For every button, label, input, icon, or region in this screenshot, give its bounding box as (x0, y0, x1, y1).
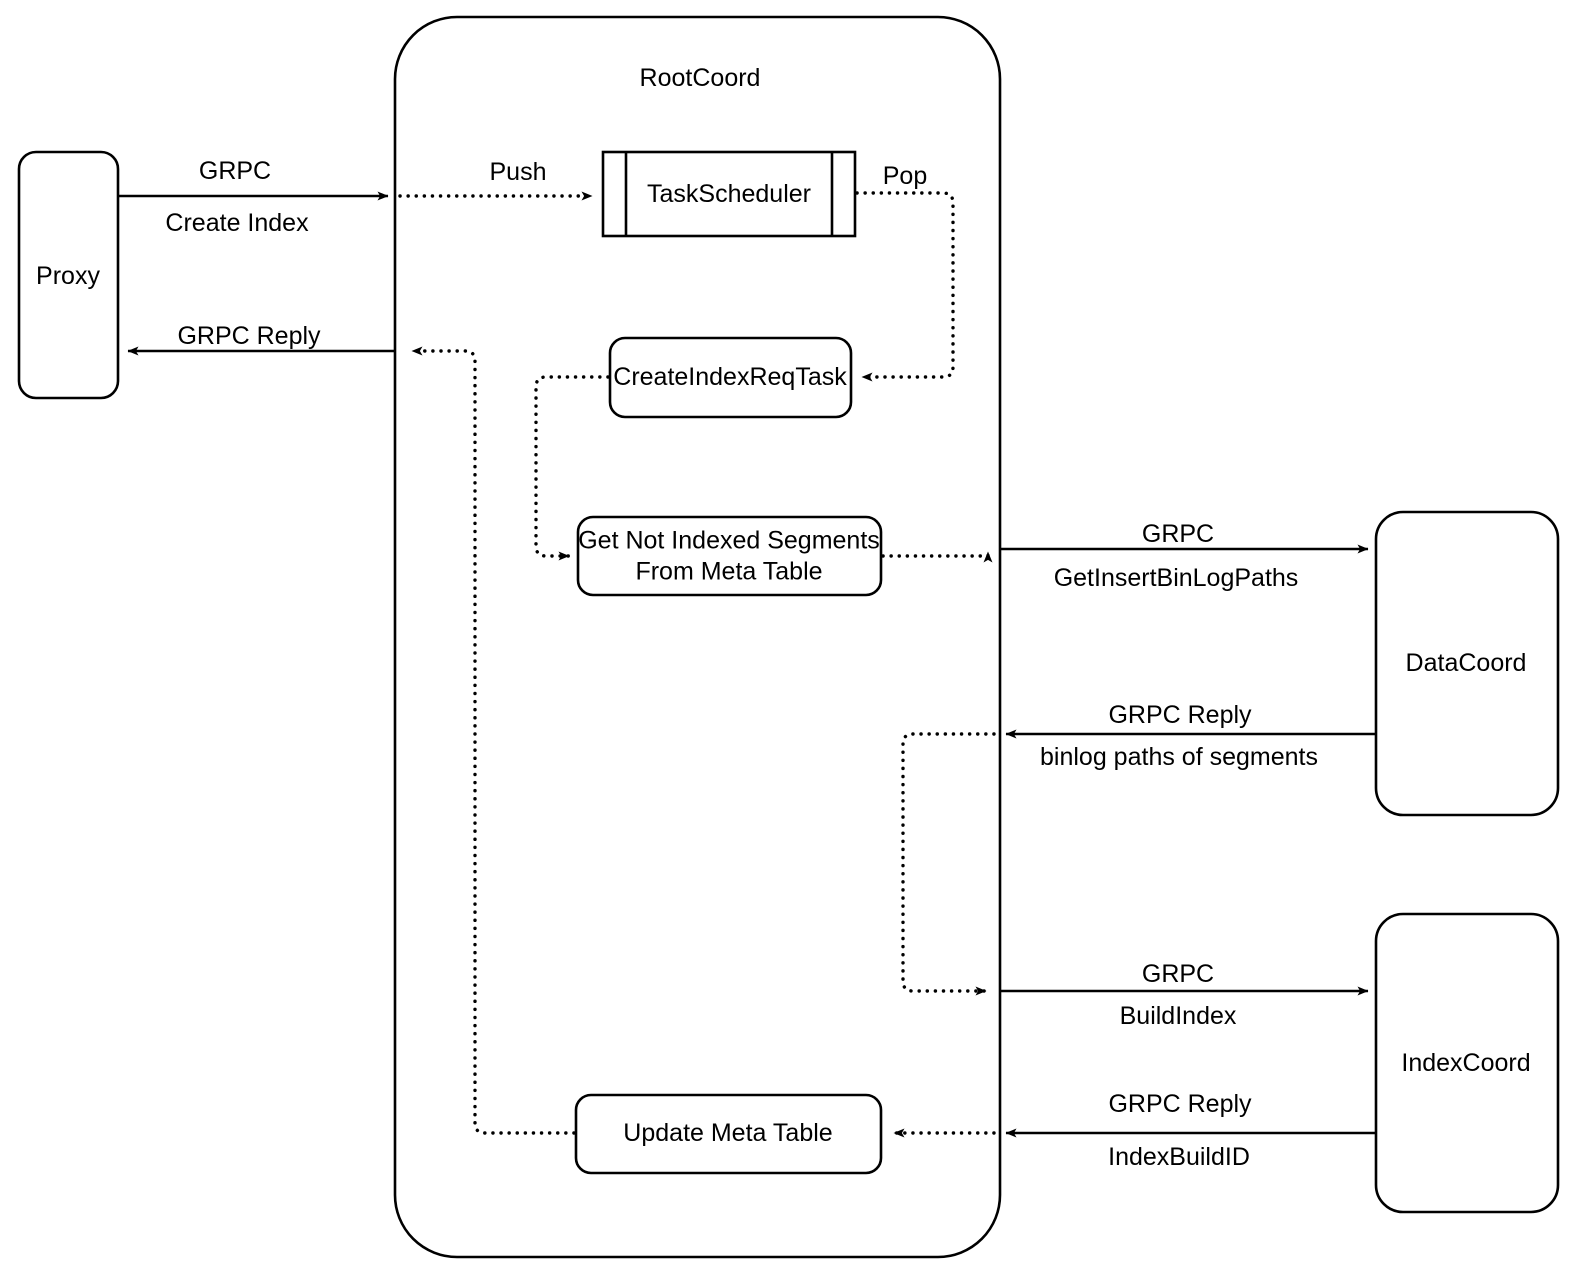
edge-get-segments-to-boundary (881, 550, 993, 563)
task-scheduler-shape (601, 150, 857, 238)
rootcoord-container-shape (393, 15, 1002, 1259)
node-shapes (17, 15, 1560, 1259)
proxy-shape (17, 150, 120, 400)
solid-connectors (119, 191, 1376, 1138)
get-not-indexed-segments-shape (576, 515, 883, 597)
dotted-connectors (398, 191, 996, 1138)
indexcoord-shape (1374, 912, 1560, 1214)
datacoord-shape (1374, 510, 1560, 817)
edge-pop-to-create-index-req-task (855, 191, 955, 382)
update-meta-table-shape (574, 1093, 883, 1175)
edge-create-index-req-task-to-get-segments (534, 375, 610, 561)
create-index-req-task-shape (608, 336, 853, 419)
edge-update-meta-table-to-grpc-reply (410, 346, 576, 1135)
